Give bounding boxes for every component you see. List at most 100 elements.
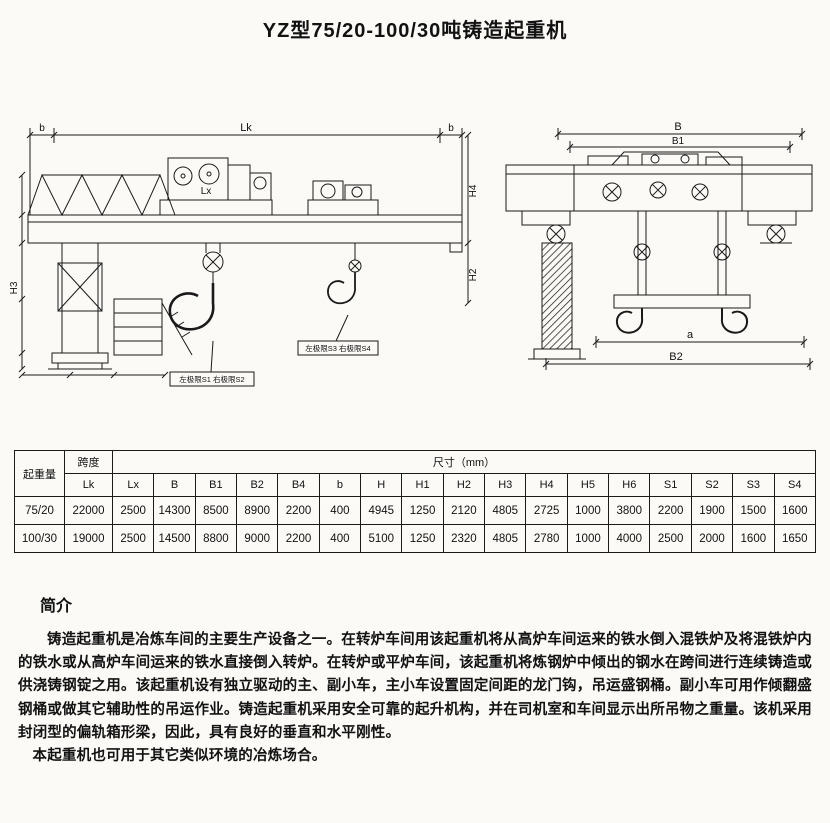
dim-label-lk: Lk [240, 122, 252, 134]
end-view-girder [505, 164, 813, 212]
dim-label-b: B [674, 121, 681, 133]
dim-header-cell: H3 [484, 473, 527, 497]
operator-cab [113, 298, 193, 356]
dim-header-cell: S2 [690, 473, 734, 497]
intro-paragraph-2: 本起重机也可用于其它类似环境的冶炼场合。 [32, 747, 327, 764]
dim-header-cell: Lx [111, 473, 155, 497]
dim-value-cell: 1650 [773, 524, 816, 553]
col-header-span: 跨度 [64, 450, 113, 474]
main-hook-limit-note: 左极限S1 右极限S2 [179, 374, 244, 384]
dim-value-cell: 1500 [732, 496, 775, 525]
dim-value-cell: 22000 [64, 496, 113, 525]
dim-header-cell: H1 [401, 473, 444, 497]
dim-header-cell: b [318, 473, 362, 497]
dim-value-cell: 1250 [401, 496, 444, 525]
dim-value-cell: 400 [318, 524, 362, 553]
dim-value-cell: 5100 [360, 524, 403, 553]
end-trucks-and-wheels [521, 210, 797, 244]
dim-value-cell: 2200 [277, 524, 320, 553]
dim-value-cell: 3800 [608, 496, 651, 525]
dim-label-h4: H4 [468, 184, 479, 197]
dim-value-cell: 2780 [525, 524, 568, 553]
end-column [48, 243, 112, 370]
dim-header-cell: B4 [277, 473, 320, 497]
col-header-capacity: 起重量 [14, 450, 65, 497]
dim-value-cell: 2500 [649, 524, 692, 553]
dim-value-cell: 2200 [649, 496, 692, 525]
table-row: 100/30 19000 2500 14500 8800 9000 2200 4… [14, 524, 816, 553]
dim-header-cell: H [360, 473, 403, 497]
dim-value-cell: 2500 [111, 524, 155, 553]
dim-value-cell: 4000 [608, 524, 651, 553]
dim-value-cell: 4945 [360, 496, 403, 525]
dim-value-cell: 2200 [277, 496, 320, 525]
dim-value-cell: 1000 [566, 496, 610, 525]
col-header-size: 尺寸（mm） [112, 450, 816, 474]
dim-value-cell: 4805 [484, 496, 527, 525]
base-dimension-lines [542, 336, 814, 370]
dim-value-cell: 2120 [442, 496, 486, 525]
hook-limit-note-boxes [169, 314, 379, 387]
dim-value-cell: 2725 [525, 496, 568, 525]
dim-value-cell: 1000 [566, 524, 610, 553]
right-end-view-drawing: B B1 a B2 [492, 116, 824, 384]
bridge-girder [27, 214, 463, 253]
dim-value-cell: 8500 [194, 496, 238, 525]
dim-header-cell: S3 [732, 473, 775, 497]
dim-header-cell: H6 [608, 473, 651, 497]
table-subheader-row: Lk Lx B B1 B2 B4 b H H1 H2 H3 H4 H5 H6 S… [15, 473, 816, 497]
ladle-beam-and-hooks [613, 211, 751, 334]
dim-value-cell: 14500 [153, 524, 196, 553]
dim-value-cell: 19000 [64, 524, 113, 553]
dim-header-cell: B [153, 473, 196, 497]
dim-header-cell: S4 [773, 473, 816, 497]
capacity-cell: 100/30 [14, 524, 65, 553]
dim-label-b-left: b [39, 123, 45, 134]
dim-value-cell: 2500 [111, 496, 155, 525]
trolley-top-machinery [587, 151, 743, 166]
height-dimension-lines [18, 131, 472, 379]
dim-header-cell: B2 [236, 473, 279, 497]
aux-hook-limit-note: 左极限S3 右极限S4 [305, 343, 370, 353]
walkway-truss [27, 173, 176, 217]
intro-paragraph-1: 铸造起重机是冶炼车间的主要生产设备之一。在转炉车间用该起重机将从高炉车间运来的铁… [18, 632, 812, 741]
dim-header-cell: H4 [525, 473, 568, 497]
table-row: 75/20 22000 2500 14300 8500 8900 2200 40… [14, 496, 816, 525]
dim-value-cell: 1600 [773, 496, 816, 525]
dimension-table: 起重量 跨度 尺寸（mm） Lk Lx B B1 B2 B4 b H H1 H2… [14, 450, 816, 553]
dim-value-cell: 14300 [153, 496, 196, 525]
dim-value-cell: 2000 [690, 524, 734, 553]
dim-header-cell: S1 [649, 473, 692, 497]
spec-table-section: 起重量 跨度 尺寸（mm） Lk Lx B B1 B2 B4 b H H1 H2… [14, 450, 816, 553]
aux-trolley [307, 180, 379, 216]
dim-value-cell: 1900 [690, 496, 734, 525]
dim-label-h3: H3 [10, 281, 20, 294]
dim-header-cell: H2 [442, 473, 486, 497]
span-dimension-lines [26, 128, 466, 215]
dim-label-h2: H2 [468, 268, 479, 281]
dim-value-cell: 4805 [484, 524, 527, 553]
dim-header-cell: Lk [64, 473, 113, 497]
main-trolley [159, 157, 273, 216]
dim-value-cell: 8900 [236, 496, 279, 525]
dim-label-lx: Lx [201, 186, 212, 197]
left-elevation-drawing: b Lk b Lx H4 H2 H3 左极限S3 右极限S4 左极限S1 右极限… [10, 103, 482, 405]
capacity-cell: 75/20 [14, 496, 65, 525]
dim-label-b1: B1 [672, 136, 685, 147]
aux-hook [327, 243, 362, 304]
dim-header-cell: H5 [566, 473, 610, 497]
dim-header-cell: B1 [194, 473, 238, 497]
dim-value-cell: 9000 [236, 524, 279, 553]
dim-value-cell: 1600 [732, 524, 775, 553]
dim-value-cell: 8800 [194, 524, 238, 553]
dim-label-b-right: b [448, 123, 454, 134]
intro-section: 简介 铸造起重机是冶炼车间的主要生产设备之一。在转炉车间用该起重机将从高炉车间运… [18, 592, 812, 768]
dim-value-cell: 1250 [401, 524, 444, 553]
page-title: YZ型75/20-100/30吨铸造起重机 [262, 20, 568, 42]
intro-heading: 简介 [40, 598, 73, 615]
dim-value-cell: 400 [318, 496, 362, 525]
dim-value-cell: 2320 [442, 524, 486, 553]
main-hook [168, 243, 224, 331]
gauge-dimension-lines [554, 128, 806, 153]
runway-column [528, 242, 586, 360]
